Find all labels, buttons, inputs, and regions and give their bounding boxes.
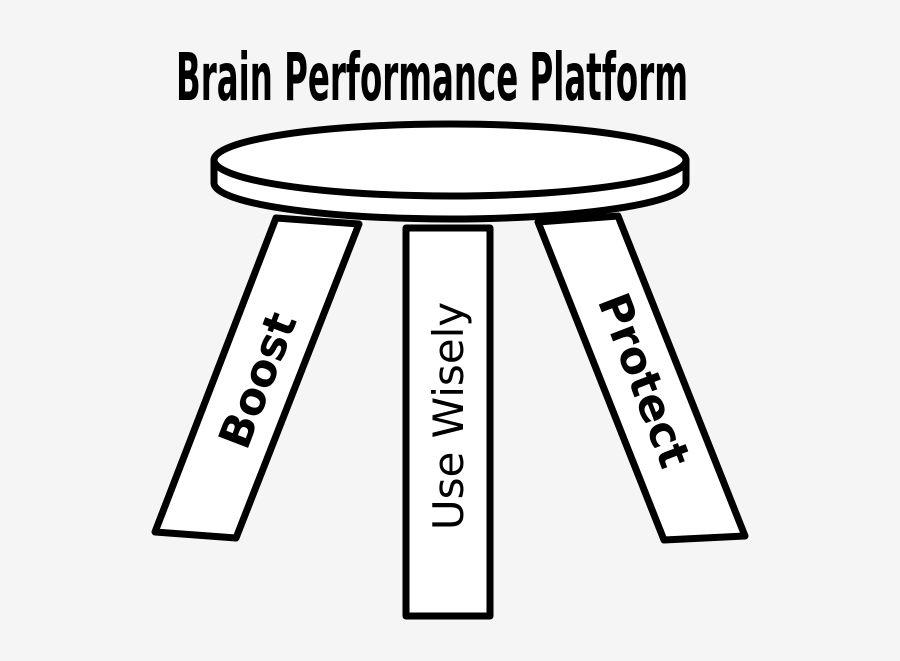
leg-middle-shape	[402, 224, 494, 620]
diagram-title: Brain Performance Platform	[176, 40, 688, 117]
leg-middle-label: Use Wisely	[424, 302, 473, 530]
stool-seat	[210, 120, 690, 223]
stool-leg-right: Protect	[534, 212, 749, 544]
leg-left-shape	[151, 214, 363, 542]
stool-leg-left: Boost	[151, 214, 363, 542]
seat-top	[210, 120, 690, 200]
leg-right-shape	[534, 212, 749, 544]
stool-leg-middle: Use Wisely	[402, 224, 494, 620]
